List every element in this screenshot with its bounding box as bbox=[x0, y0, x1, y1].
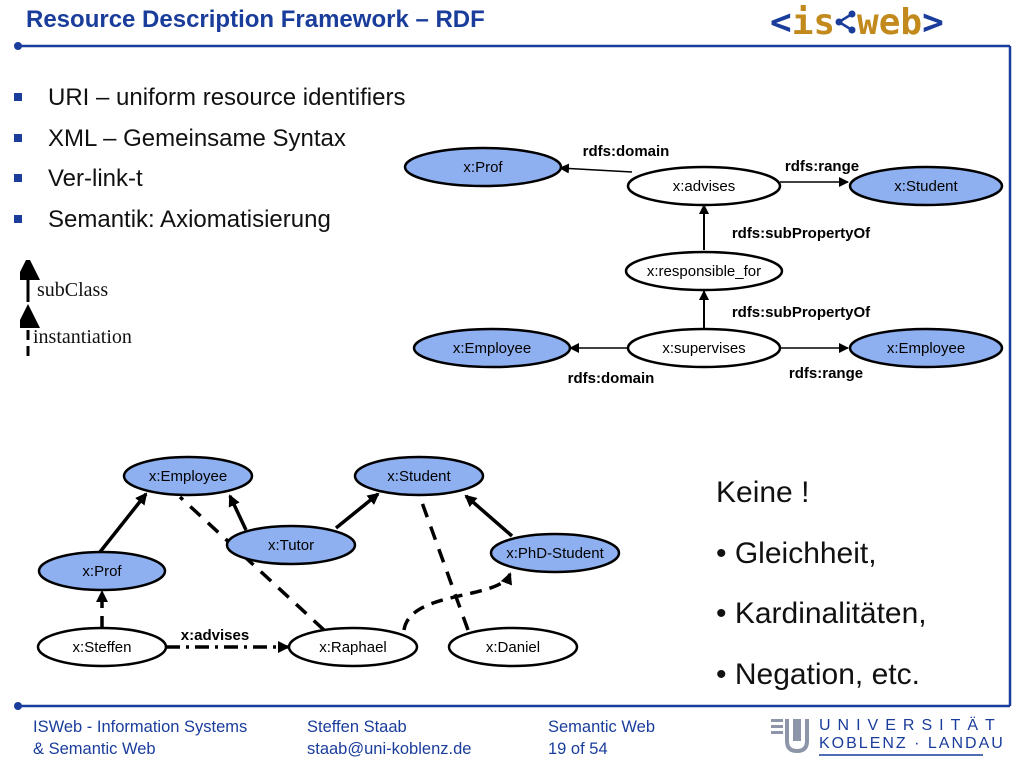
bullet-square-icon bbox=[14, 214, 22, 223]
footer-author: Steffen Staab staab@uni-koblenz.de bbox=[307, 718, 472, 758]
svg-text:x:Prof: x:Prof bbox=[82, 563, 122, 580]
label-domain-top: rdfs:domain bbox=[583, 143, 670, 160]
node-inst-student: x:Student bbox=[353, 455, 485, 497]
node-inst-steffen: x:Steffen bbox=[36, 626, 168, 668]
bullet-list: URI – uniform resource identifiers XML –… bbox=[14, 78, 405, 240]
logo-is: is bbox=[791, 2, 836, 43]
svg-text:x:Tutor: x:Tutor bbox=[268, 537, 314, 554]
node-student: x:Student bbox=[848, 165, 1004, 207]
svg-text:x:Employee: x:Employee bbox=[453, 340, 531, 357]
node-inst-prof: x:Prof bbox=[37, 550, 167, 592]
svg-text:x:Employee: x:Employee bbox=[887, 340, 965, 357]
node-employee-right: x:Employee bbox=[848, 327, 1004, 369]
university-underline bbox=[819, 754, 983, 756]
edge-raphael-phd bbox=[402, 572, 512, 631]
bullet-item: XML – Gemeinsame Syntax bbox=[14, 119, 405, 160]
node-supervises: x:supervises bbox=[626, 327, 782, 369]
edge-advises-domain bbox=[559, 163, 633, 174]
label-subprop-1: rdfs:subPropertyOf bbox=[732, 225, 871, 242]
label-range-bottom: rdfs:range bbox=[789, 365, 863, 382]
bullet-square-icon bbox=[14, 174, 22, 182]
node-inst-daniel: x:Daniel bbox=[447, 626, 579, 668]
edge-tutor-employee bbox=[228, 494, 248, 531]
node-prof: x:Prof bbox=[403, 146, 563, 188]
svg-text:x:advises: x:advises bbox=[673, 178, 736, 195]
bullet-square-icon bbox=[14, 93, 22, 101]
svg-text:x:Student: x:Student bbox=[387, 468, 451, 485]
svg-text:x:Daniel: x:Daniel bbox=[486, 639, 540, 656]
edge-daniel-student bbox=[418, 496, 470, 631]
label-range-top: rdfs:range bbox=[785, 158, 859, 175]
svg-text:x:Prof: x:Prof bbox=[463, 159, 503, 176]
svg-text:x:responsible_for: x:responsible_for bbox=[647, 263, 761, 280]
logo-open: < bbox=[770, 2, 792, 43]
node-advises: x:advises bbox=[626, 165, 782, 207]
limitations-list: Keine ! • Gleichheit, • Kardinalitäten, … bbox=[716, 474, 927, 716]
node-inst-tutor: x:Tutor bbox=[225, 524, 357, 566]
edge-tutor-student bbox=[334, 492, 380, 530]
node-inst-phd: x:PhD-Student bbox=[489, 532, 621, 574]
footer-course: Semantic Web 19 of 54 bbox=[548, 718, 655, 758]
svg-text:x:PhD-Student: x:PhD-Student bbox=[506, 545, 604, 562]
instance-diagram: x:Employee x:Student x:Tutor x:PhD-Stude… bbox=[36, 455, 621, 668]
bullet-item: Ver-link-t bbox=[14, 159, 405, 200]
label-advises: x:advises bbox=[181, 627, 249, 644]
logo-web: web bbox=[857, 2, 923, 43]
legend-subclass-label: subClass bbox=[37, 279, 109, 301]
bullet-item: Semantik: Axiomatisierung bbox=[14, 200, 405, 241]
schema-diagram: x:Prof x:advises x:Student x:responsible… bbox=[403, 143, 1004, 387]
share-icon bbox=[835, 10, 856, 34]
bullet-square-icon bbox=[14, 133, 22, 142]
node-responsible-for: x:responsible_for bbox=[624, 250, 784, 292]
node-inst-employee: x:Employee bbox=[122, 455, 254, 497]
node-inst-raphael: x:Raphael bbox=[287, 626, 419, 668]
slide-number: 19 of 54 bbox=[548, 740, 608, 758]
node-employee-left: x:Employee bbox=[412, 327, 572, 369]
edge-raphael-employee bbox=[178, 495, 326, 632]
logo-close: > bbox=[922, 2, 944, 43]
label-domain-bottom: rdfs:domain bbox=[568, 370, 655, 387]
limitations-heading: Keine ! bbox=[716, 476, 810, 509]
edge-prof-employee bbox=[98, 492, 148, 554]
university-name: UNIVERSITÄT bbox=[819, 717, 1002, 734]
limitations-item: • Negation, etc. bbox=[716, 657, 920, 691]
svg-text:x:Student: x:Student bbox=[894, 178, 958, 195]
slide-title: Resource Description Framework – RDF bbox=[26, 6, 485, 33]
limitations-item: • Gleichheit, bbox=[716, 536, 877, 570]
svg-text:x:supervises: x:supervises bbox=[662, 340, 745, 357]
svg-text:x:Employee: x:Employee bbox=[149, 468, 227, 485]
legend-instantiation-label: instantiation bbox=[33, 326, 132, 348]
footer-organisation: ISWeb - Information Systems & Semantic W… bbox=[33, 718, 248, 758]
svg-text:x:Steffen: x:Steffen bbox=[73, 639, 132, 656]
bullet-item: URI – uniform resource identifiers bbox=[14, 78, 405, 119]
edge-phd-student bbox=[464, 494, 514, 538]
university-emblem-icon bbox=[771, 719, 809, 754]
university-location: KOBLENZ · LANDAU bbox=[819, 735, 1005, 752]
limitations-item: • Kardinalitäten, bbox=[716, 597, 927, 630]
legend-arrows bbox=[20, 260, 40, 356]
label-subprop-2: rdfs:subPropertyOf bbox=[732, 304, 871, 321]
svg-text:x:Raphael: x:Raphael bbox=[319, 639, 387, 656]
